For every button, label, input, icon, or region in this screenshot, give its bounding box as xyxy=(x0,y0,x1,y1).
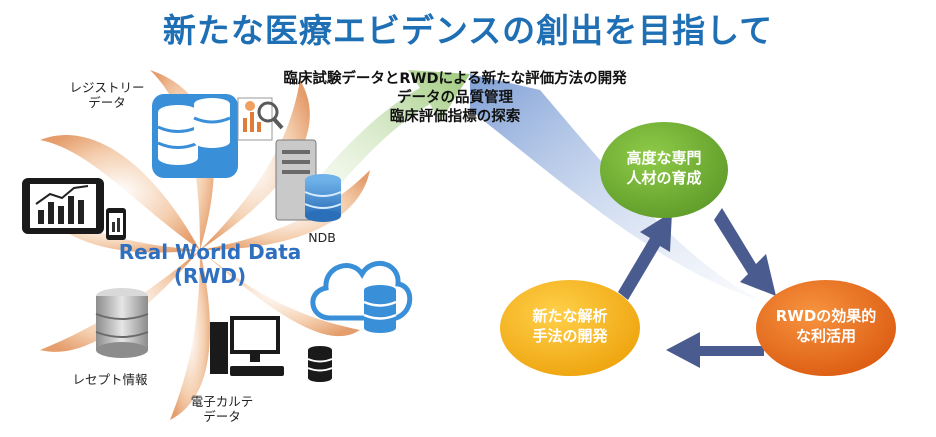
right-circle xyxy=(756,280,896,376)
cycle-arrows xyxy=(618,208,776,368)
tablet-chart-icon xyxy=(22,178,126,240)
report-magnifier-icon xyxy=(237,97,284,141)
cloud-database-icon xyxy=(310,261,413,333)
right-circle-line1: RWDの効果的 xyxy=(775,307,877,325)
left-circle-line2: 手法の開発 xyxy=(532,327,608,345)
center-item-3: 臨床評価指標の探索 xyxy=(389,109,521,125)
center-item-2: データの品質管理 xyxy=(397,90,513,106)
receipt-database-icon xyxy=(95,288,149,358)
ndb-server-icon xyxy=(275,139,342,222)
computer-icon xyxy=(210,316,284,376)
center-item-1: 臨床試験データとRWDによる新たな評価方法の開発 xyxy=(283,71,627,87)
top-circle xyxy=(600,122,728,218)
page-title: 新たな医療エビデンスの創出を目指して xyxy=(162,11,774,50)
right-circle-line2: な利活用 xyxy=(795,327,856,345)
receipt-label: レセプト情報 xyxy=(72,372,148,387)
ndb-label: NDB xyxy=(308,230,336,245)
rwd-label-line1: Real World Data xyxy=(118,240,302,264)
green-input-arrow xyxy=(300,70,470,210)
left-circle xyxy=(500,280,640,376)
rwd-label-line2: (RWD) xyxy=(173,264,247,288)
registry-label-line2: データ xyxy=(88,95,126,110)
registry-label-line1: レジストリー xyxy=(69,80,145,95)
registry-database-icon xyxy=(152,94,238,178)
top-circle-line2: 人材の育成 xyxy=(626,169,702,187)
emr-label-line1: 電子カルテ xyxy=(190,394,254,409)
top-circle-line1: 高度な専門 xyxy=(626,149,702,167)
black-database-icon xyxy=(307,346,333,382)
emr-label-line2: データ xyxy=(203,409,241,424)
left-circle-line1: 新たな解析 xyxy=(532,307,608,325)
